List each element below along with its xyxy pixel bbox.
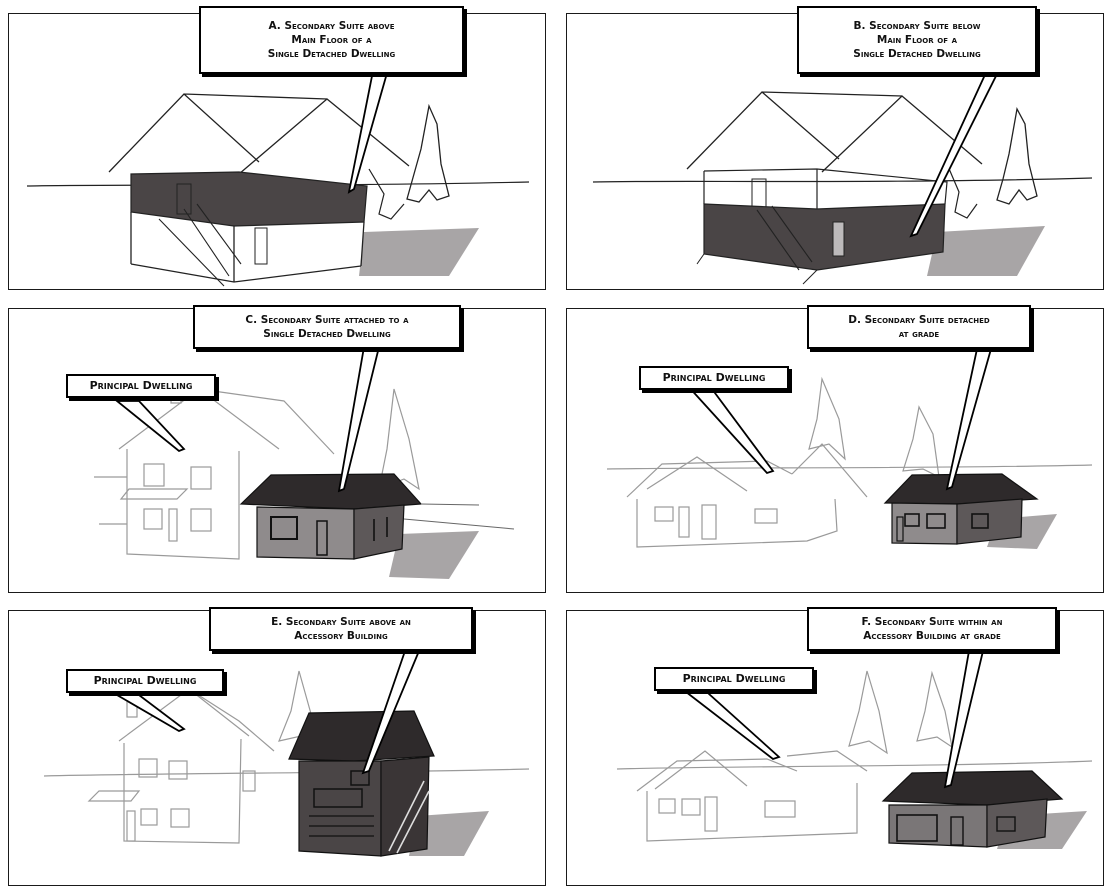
panel-b: B. Secondary Suite below Main Floor of a… <box>566 13 1104 290</box>
panel-d: D. Secondary Suite detached at grade Pri… <box>566 308 1104 593</box>
principal-dwelling-label-e: Principal Dwelling <box>66 669 224 693</box>
callout-e: E. Secondary Suite above an Accessory Bu… <box>209 607 473 651</box>
principal-dwelling-label-c: Principal Dwelling <box>66 374 216 398</box>
callout-d: D. Secondary Suite detached at grade <box>807 305 1031 349</box>
panel-f: F. Secondary Suite within an Accessory B… <box>566 610 1104 886</box>
callout-c: C. Secondary Suite attached to a Single … <box>193 305 461 349</box>
panel-e: E. Secondary Suite above an Accessory Bu… <box>8 610 546 886</box>
callout-b: B. Secondary Suite below Main Floor of a… <box>797 6 1037 74</box>
panel-e-drawing <box>9 611 547 887</box>
callout-f: F. Secondary Suite within an Accessory B… <box>807 607 1057 651</box>
panel-c-drawing <box>9 309 547 594</box>
callout-a: A. Secondary Suite above Main Floor of a… <box>199 6 464 74</box>
panel-f-drawing <box>567 611 1105 887</box>
panel-c: C. Secondary Suite attached to a Single … <box>8 308 546 593</box>
panel-a: A. Secondary Suite above Main Floor of a… <box>8 13 546 290</box>
panel-d-drawing <box>567 309 1105 594</box>
principal-dwelling-label-f: Principal Dwelling <box>654 667 814 691</box>
principal-dwelling-label-d: Principal Dwelling <box>639 366 789 390</box>
